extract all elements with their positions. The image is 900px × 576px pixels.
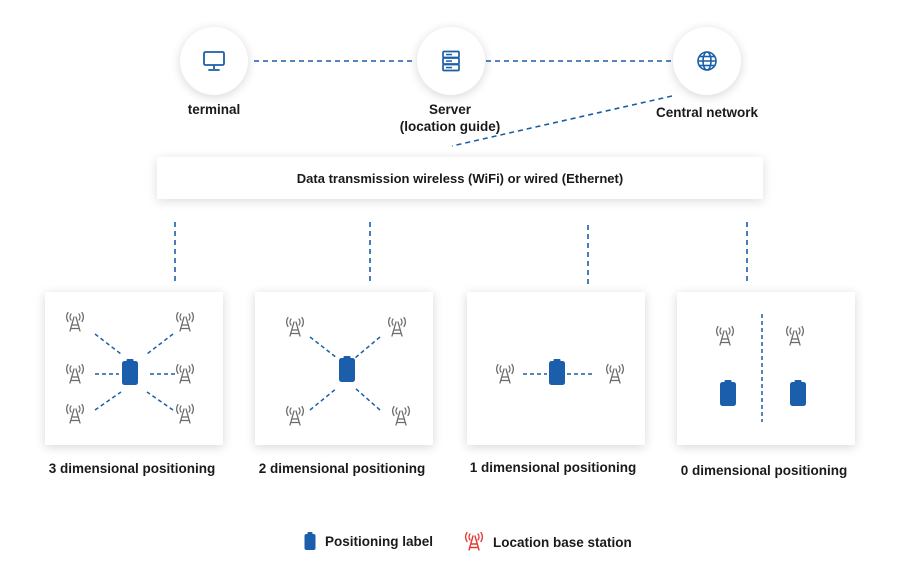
panel-0d xyxy=(677,292,855,445)
panel-3d xyxy=(45,292,223,445)
server-icon xyxy=(442,50,460,72)
terminal-node xyxy=(180,27,248,95)
panel-2d xyxy=(255,292,433,445)
globe-icon xyxy=(697,51,717,71)
transmission-bar-text: Data transmission wireless (WiFi) or wir… xyxy=(296,170,624,186)
panel-3d-label: 3 dimensional positioning xyxy=(48,461,216,476)
server-label: Server (location guide) xyxy=(385,101,515,135)
panel-1d-diagram xyxy=(495,359,625,385)
server-label-line1: Server xyxy=(428,102,472,117)
positioning-label-icon xyxy=(304,532,316,550)
panel-0d-diagram xyxy=(715,314,806,422)
central-network-label: Central network xyxy=(655,105,759,120)
base-station-icon xyxy=(464,532,484,551)
transmission-bar: Data transmission wireless (WiFi) or wir… xyxy=(157,157,763,199)
link-network-bar xyxy=(451,95,673,147)
central-network-node xyxy=(673,27,741,95)
panel-1d xyxy=(467,292,645,445)
panel-2d-label: 2 dimensional positioning xyxy=(258,461,426,476)
legend-base-station-text: Location base station xyxy=(493,534,632,550)
panel-0d-label: 0 dimensional positioning xyxy=(680,463,848,478)
panel-3d-diagram xyxy=(65,311,195,424)
monitor-icon xyxy=(203,51,225,71)
server-label-line2: (location guide) xyxy=(399,119,501,134)
terminal-label: terminal xyxy=(187,102,241,117)
legend-positioning-label: Positioning label xyxy=(303,532,433,550)
server-node xyxy=(417,27,485,95)
panel-1d-label: 1 dimensional positioning xyxy=(469,460,637,475)
panel-2d-diagram xyxy=(285,316,411,426)
legend-base-station: Location base station xyxy=(463,532,632,552)
legend-positioning-label-text: Positioning label xyxy=(325,533,434,549)
